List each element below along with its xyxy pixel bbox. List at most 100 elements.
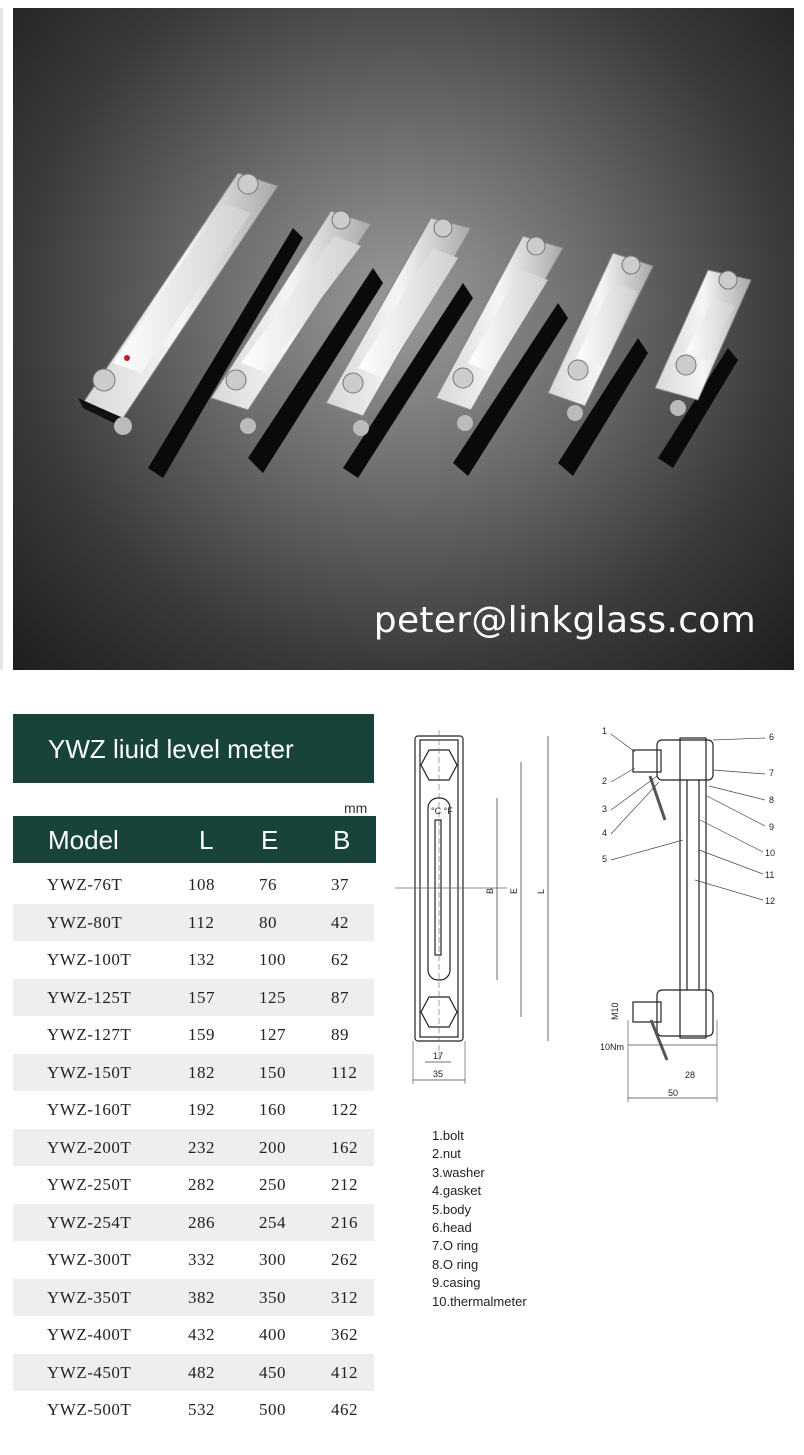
page-edge — [0, 8, 3, 670]
cell-e: 160 — [259, 1100, 286, 1119]
level-meter-3 — [325, 217, 473, 478]
table-header: Model L E B — [13, 816, 376, 863]
part-item: 3.washer — [432, 1164, 485, 1180]
cell-e: 127 — [259, 1025, 286, 1044]
part-item: 1.bolt — [432, 1128, 464, 1143]
front-view-drawing — [395, 730, 549, 1084]
callout-12: 12 — [765, 896, 775, 906]
dim-35-label: 35 — [433, 1069, 443, 1079]
product-title-bar: YWZ liuid level meter — [13, 714, 374, 783]
dim-l-label: L — [536, 889, 546, 894]
level-meter-5 — [547, 252, 654, 476]
torque-label: 10Nm — [600, 1042, 624, 1052]
cell-b: 312 — [331, 1287, 358, 1307]
cell-b: 362 — [331, 1325, 358, 1344]
callout-6: 6 — [769, 732, 774, 742]
cell-b: 62 — [331, 950, 349, 969]
cell-e: 76 — [259, 875, 277, 894]
cell-l: 482 — [188, 1362, 215, 1382]
cell-l: 157 — [188, 987, 215, 1007]
part-item: 6.head — [432, 1220, 472, 1236]
cell-b: 112 — [331, 1062, 358, 1082]
level-meter-1 — [78, 172, 303, 478]
callout-10: 10 — [765, 848, 775, 858]
cell-b: 42 — [331, 912, 349, 932]
cell-model: YWZ-250T — [47, 1175, 132, 1194]
cell-l: 182 — [188, 1062, 215, 1082]
part-item: 8.O ring — [432, 1256, 479, 1272]
part-item: 5.body — [432, 1201, 472, 1217]
cell-b: 37 — [331, 875, 349, 894]
dim-17-label: 17 — [433, 1051, 443, 1061]
header-model: Model — [48, 825, 119, 855]
cell-model: YWZ-400T — [47, 1325, 132, 1344]
cell-e: 250 — [259, 1175, 286, 1194]
cell-b: 87 — [331, 987, 349, 1007]
callout-1: 1 — [602, 726, 607, 736]
cell-model: YWZ-500T — [47, 1400, 132, 1419]
header-e: E — [261, 825, 279, 855]
cell-e: 500 — [259, 1400, 286, 1419]
cell-b: 462 — [331, 1400, 358, 1419]
table-row: YWZ-80T 112 80 42 — [13, 903, 374, 941]
part-item: 4.gasket — [432, 1183, 482, 1199]
cell-e: 80 — [259, 912, 277, 932]
cell-e: 400 — [259, 1325, 286, 1344]
cell-l: 282 — [188, 1175, 215, 1194]
cell-e: 200 — [259, 1137, 286, 1157]
cell-b: 162 — [331, 1137, 358, 1157]
cell-model: YWZ-80T — [47, 912, 123, 932]
header-b: B — [333, 825, 351, 855]
cell-model: YWZ-125T — [47, 987, 132, 1007]
callout-9: 9 — [769, 822, 774, 832]
level-meter-2 — [210, 210, 383, 473]
cell-l: 192 — [188, 1100, 215, 1119]
cell-model: YWZ-100T — [47, 950, 132, 969]
cell-model: YWZ-127T — [47, 1025, 132, 1044]
level-meters-image — [78, 172, 752, 478]
scale-label: °C °F — [431, 806, 453, 816]
table-row: YWZ-250T 282 250 212 — [13, 1166, 374, 1204]
header-l: L — [199, 825, 214, 855]
callout-4: 4 — [602, 828, 607, 838]
cell-l: 432 — [188, 1325, 215, 1344]
cell-b: 89 — [331, 1025, 349, 1044]
callout-7: 7 — [769, 768, 774, 778]
cell-b: 212 — [331, 1175, 358, 1194]
cell-l: 159 — [188, 1025, 215, 1044]
cell-l: 332 — [188, 1250, 215, 1269]
cell-b: 216 — [331, 1212, 358, 1232]
product-title: YWZ liuid level meter — [48, 734, 294, 764]
callout-labels: 1 2 3 4 5 6 7 8 9 10 11 12 M10 10Nm 28 5… — [600, 726, 775, 1098]
callout-leaders — [610, 733, 766, 901]
cell-l: 232 — [188, 1137, 215, 1157]
cell-l: 112 — [188, 912, 215, 932]
cell-model: YWZ-254T — [47, 1212, 132, 1232]
dim-28-label: 28 — [685, 1070, 695, 1080]
cell-b: 122 — [331, 1100, 358, 1119]
part-item: 10.thermalmeter — [432, 1293, 527, 1309]
cell-model: YWZ-150T — [47, 1062, 132, 1082]
callout-11: 11 — [765, 870, 774, 880]
side-view-drawing — [627, 737, 718, 1102]
technical-drawing: °C °F B E L 17 35 1 2 3 4 5 6 7 8 9 10 1… — [395, 726, 775, 1102]
cell-model: YWZ-300T — [47, 1250, 132, 1269]
table-row: YWZ-400T 432 400 362 — [13, 1316, 374, 1354]
part-item: 7.O ring — [432, 1238, 479, 1254]
dim-e-label: E — [509, 888, 519, 894]
product-photo: peter@linkglass.com — [13, 8, 794, 670]
cell-e: 300 — [259, 1250, 286, 1269]
callout-3: 3 — [602, 804, 607, 814]
cell-b: 262 — [331, 1250, 358, 1269]
cell-l: 286 — [188, 1212, 215, 1232]
cell-e: 125 — [259, 987, 286, 1007]
cell-e: 150 — [259, 1062, 286, 1082]
table-row: YWZ-127T 159 127 89 — [13, 1016, 374, 1054]
